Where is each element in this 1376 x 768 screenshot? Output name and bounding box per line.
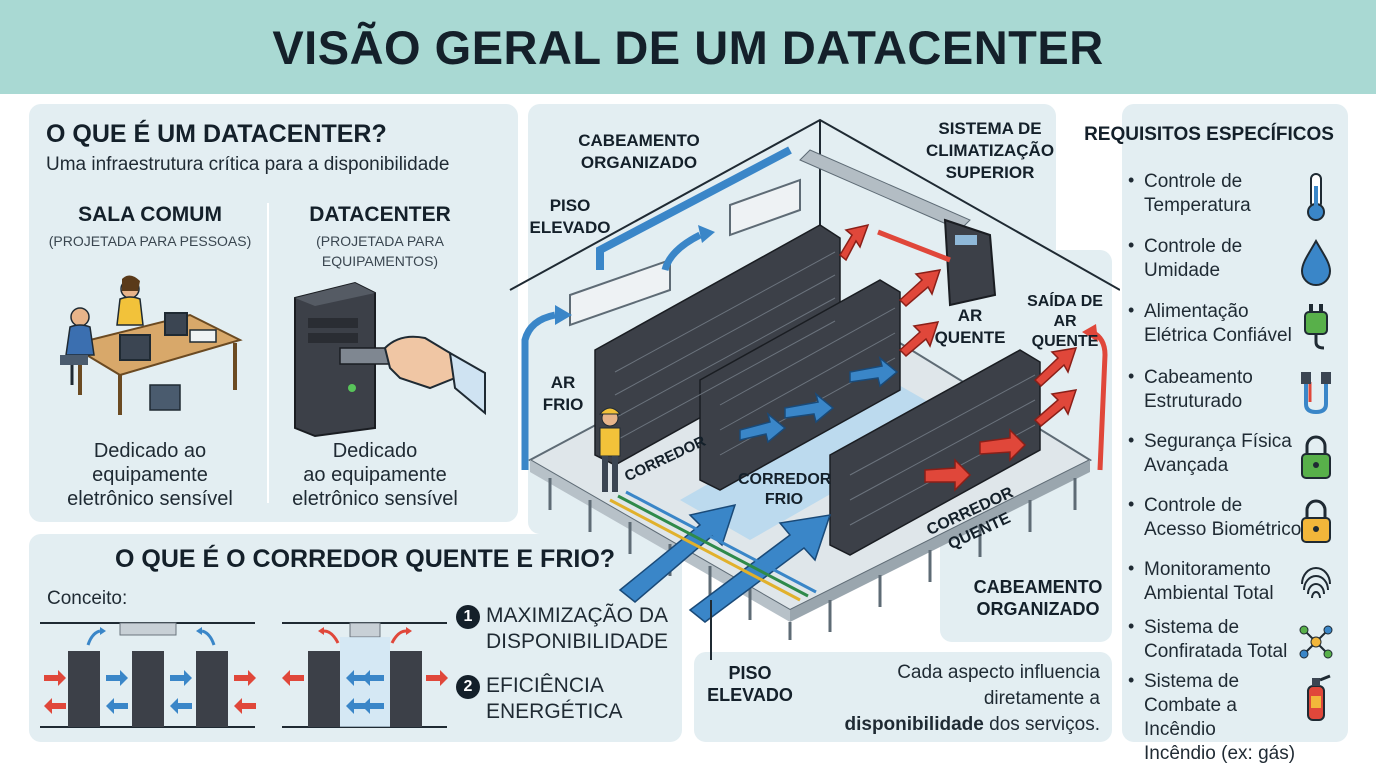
dc-title: DATACENTER	[309, 203, 451, 226]
benefit-1-number: 1	[456, 605, 480, 629]
benefit-2-line2: ENERGÉTICA	[486, 700, 623, 723]
thermometer-icon	[1307, 173, 1325, 221]
note-line2: diretamente a	[983, 688, 1100, 709]
sala-subtitle: (PROJETADA PARA PESSOAS)	[48, 233, 252, 249]
sala-caption-2: equipamente	[92, 464, 208, 486]
divider	[267, 203, 269, 503]
note-line1: Cada aspecto influencia	[897, 662, 1100, 683]
fingerprint-icon	[1301, 567, 1331, 599]
concept-diagram-containment	[282, 622, 448, 728]
concept-diagram-standard	[40, 622, 256, 728]
note-panel	[694, 652, 1112, 742]
note-line3: disponibilidade dos serviços.	[844, 714, 1101, 735]
what-is-subtitle: Uma infraestrutura crítica para a dispon…	[46, 154, 450, 175]
piso-leader-line	[710, 600, 712, 660]
dc-caption-3: eletrônico sensível	[292, 488, 458, 510]
sala-caption-1: Dedicado ao	[93, 440, 207, 462]
dc-caption-1: Dedicado	[332, 440, 418, 462]
benefit-1-line1: MAXIMIZAÇÃO DA	[486, 604, 669, 627]
fire-extinguisher-icon	[1307, 674, 1331, 721]
sala-title: SALA COMUM	[78, 203, 222, 226]
datacenter-isometric-illustration	[509, 118, 1120, 640]
concept-label: Conceito:	[47, 588, 128, 609]
sala-caption-3: eletrônico sensível	[67, 488, 233, 510]
network-nodes-icon	[1299, 625, 1333, 659]
page-title: VISÃO GERAL DE UM DATACENTER	[272, 21, 1104, 74]
corridor-heading: O QUE É O CORREDOR QUENTE E FRIO?	[115, 545, 616, 573]
lock-icon	[1301, 499, 1331, 543]
dc-caption-2: ao equipamente	[303, 464, 447, 486]
network-cable-icon	[1301, 372, 1331, 415]
benefit-1-line2: DISPONIBILIDADE	[486, 630, 669, 653]
padlock-icon	[1301, 435, 1331, 479]
rack-hand-illustration	[294, 281, 486, 438]
water-drop-icon	[1300, 238, 1332, 286]
benefit-2-number: 2	[456, 675, 480, 699]
office-illustration	[60, 275, 243, 415]
dc-subtitle-2: EQUIPAMENTOS)	[321, 253, 439, 269]
what-is-panel	[29, 104, 518, 522]
benefit-2-line1: EFICIÊNCIA	[486, 674, 604, 697]
dc-subtitle-1: (PROJETADA PARA	[316, 233, 444, 249]
power-plug-icon	[1304, 304, 1328, 350]
title-banner: VISÃO GERAL DE UM DATACENTER	[0, 0, 1376, 94]
what-is-heading: O QUE É UM DATACENTER?	[46, 120, 387, 148]
requirements-heading: REQUISITOS ESPECÍFICOS	[1084, 124, 1334, 145]
